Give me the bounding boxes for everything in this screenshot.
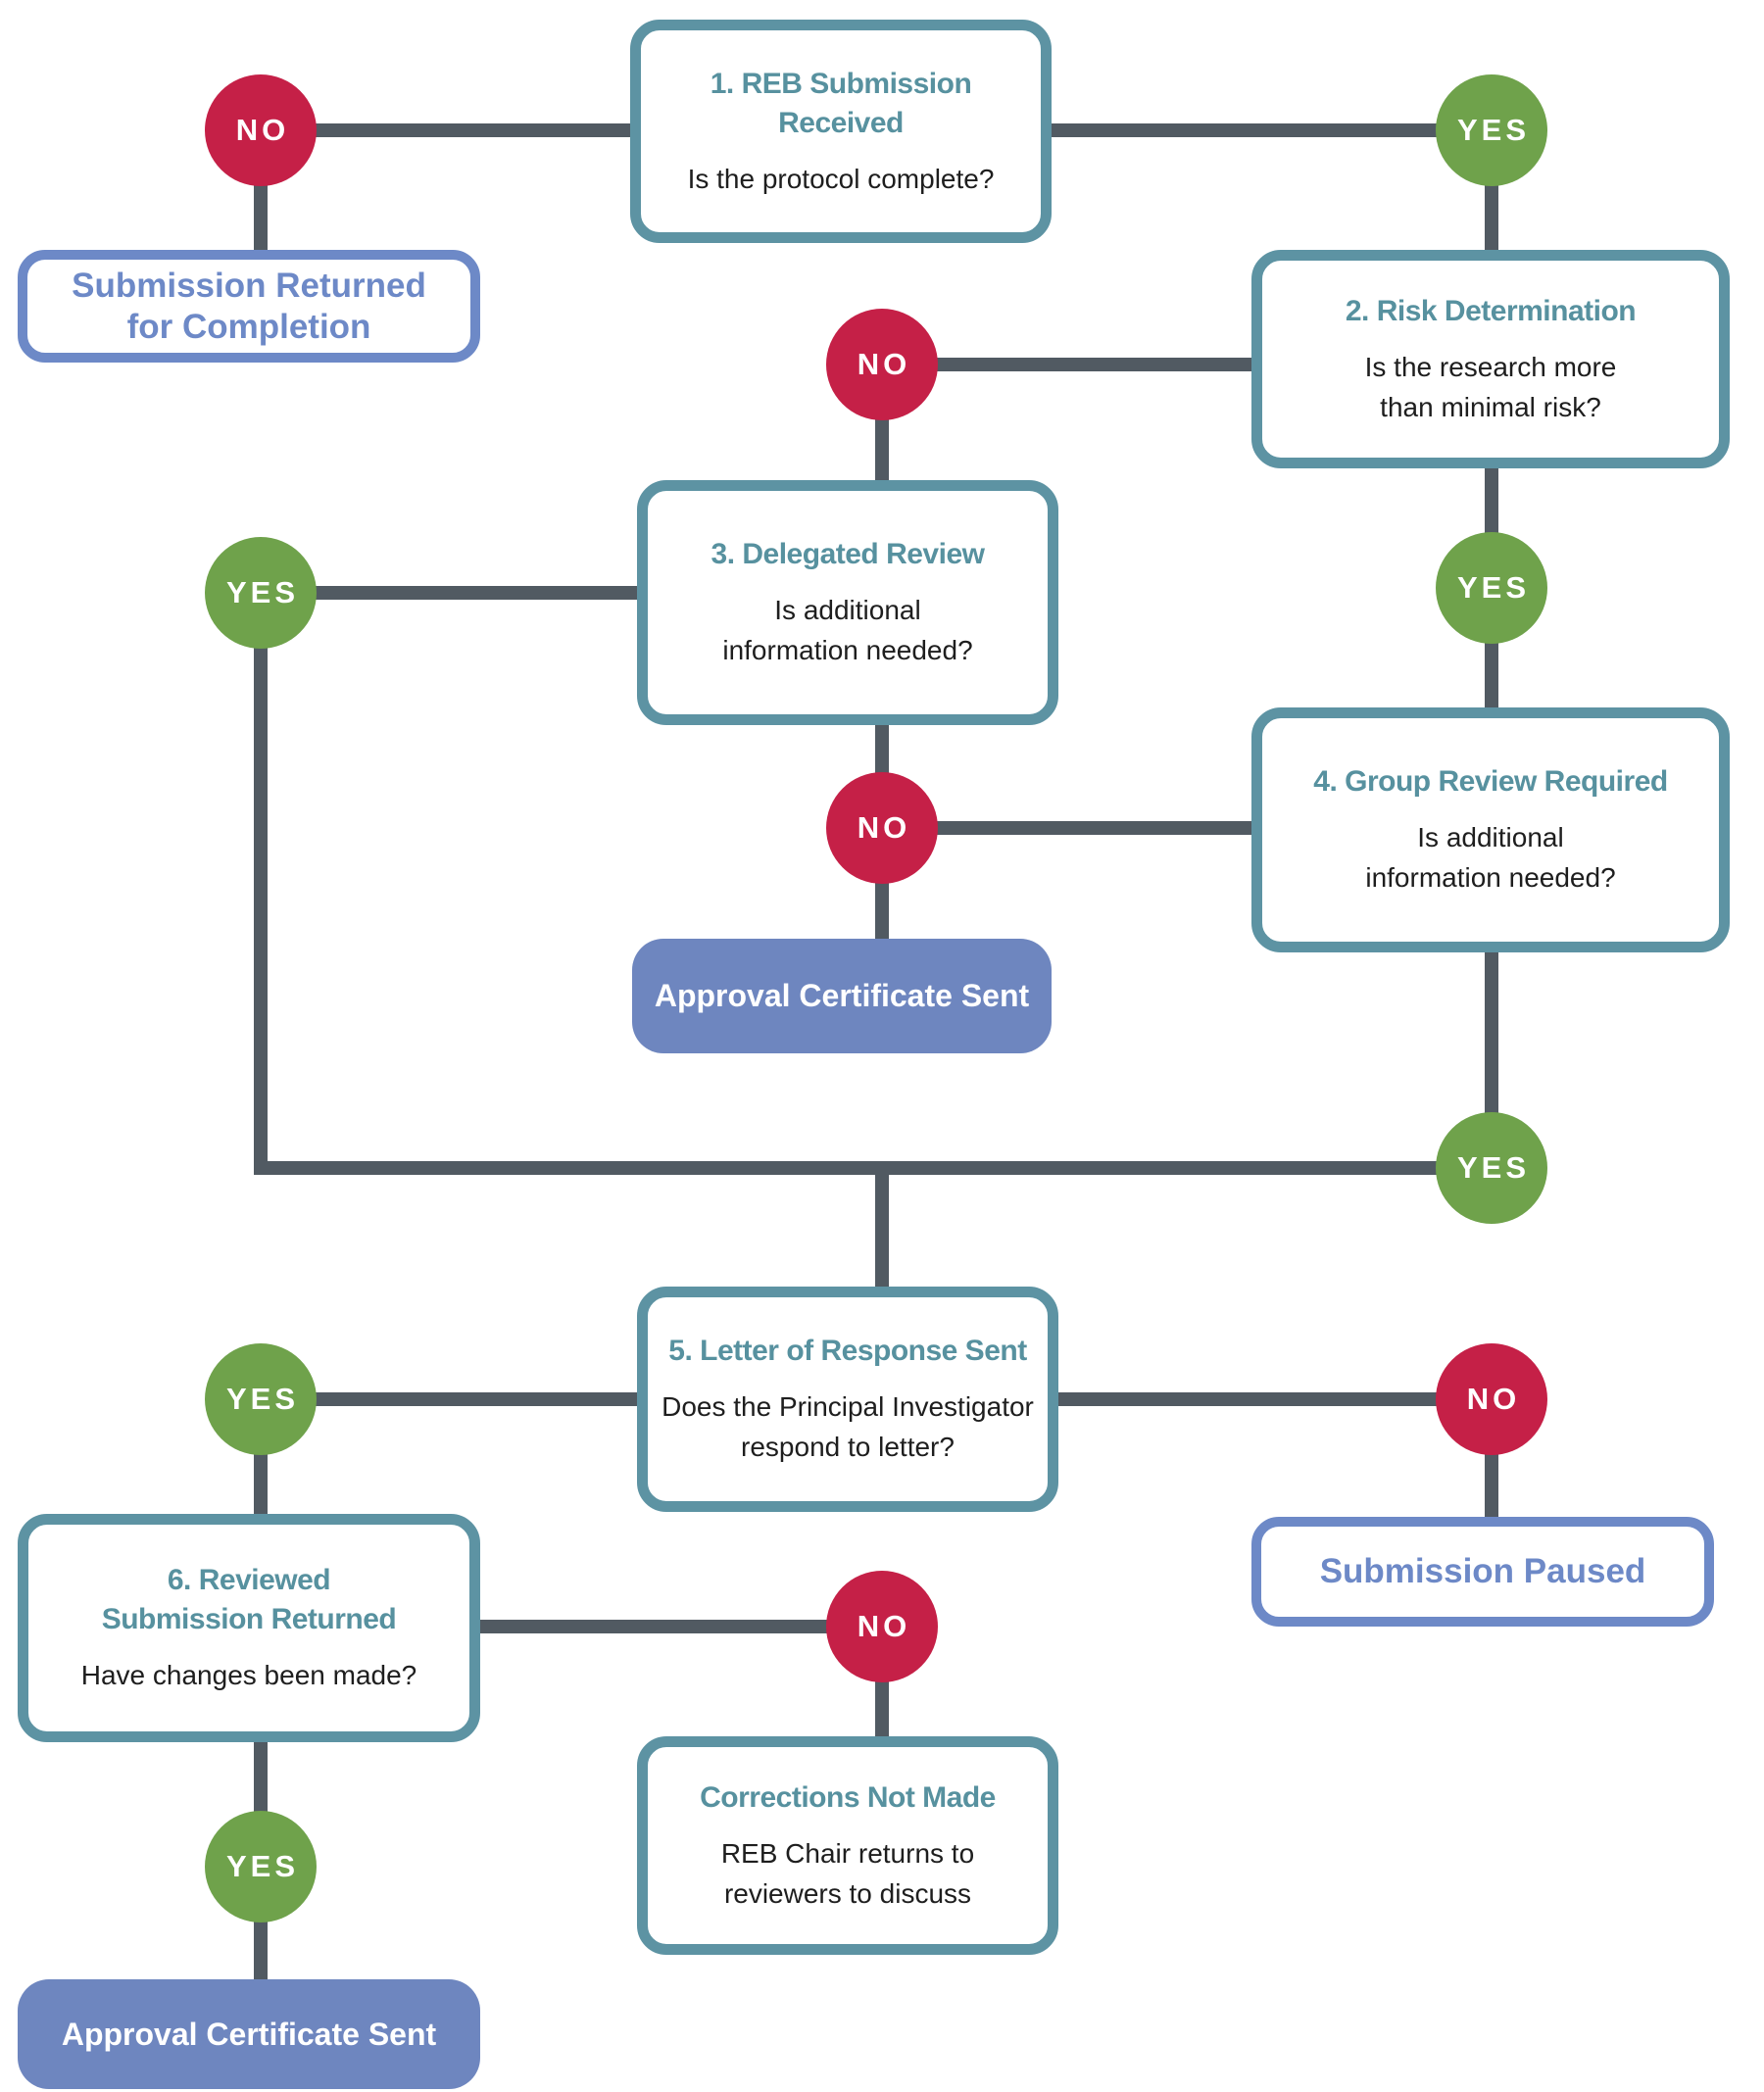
step4-title: 4. Group Review Required <box>1313 765 1668 798</box>
connector-no1-to-step1 <box>261 123 637 137</box>
step6-title: 6. Reviewed Submission Returned <box>101 1564 397 1635</box>
step6-box: 6. Reviewed Submission Returned Have cha… <box>18 1514 480 1742</box>
step2-box: 2. Risk Determination Is the research mo… <box>1251 250 1730 468</box>
step6-question: Have changes been made? <box>80 1660 417 1690</box>
connector-step5-to-no4 <box>1058 1392 1492 1406</box>
connector-no3-to-step4 <box>882 821 1251 835</box>
connector-main-horizontal <box>254 1161 1492 1175</box>
connector-yes4-to-step5 <box>261 1392 637 1406</box>
step2-question: Is the research more than minimal risk? <box>1364 351 1617 422</box>
step1-box: 1. REB Submission Received Is the protoc… <box>630 20 1052 243</box>
step5-box: 5. Letter of Response Sent Does the Prin… <box>637 1287 1058 1512</box>
submission-returned-box: Submission Returned for Completion <box>18 250 480 363</box>
approval-certificate-sent-box-bottom: Approval Certificate Sent <box>18 1979 480 2089</box>
step3-question: Is additional information needed? <box>722 595 973 665</box>
connector-step1-to-yes1 <box>1052 123 1492 137</box>
step1-title: 1. REB Submission Received <box>710 67 972 139</box>
connector-yesleft-to-step3 <box>261 586 637 600</box>
no-circle-step2: NO <box>826 309 938 420</box>
step3-box: 3. Delegated Review Is additional inform… <box>637 480 1058 725</box>
no-circle-step6: NO <box>826 1571 938 1682</box>
corrections-not-made-question: REB Chair returns to reviewers to discus… <box>720 1837 975 1909</box>
no-circle-step5: NO <box>1436 1343 1547 1455</box>
step2-title: 2. Risk Determination <box>1345 294 1637 327</box>
yes-circle-step4: YES <box>1436 1112 1547 1224</box>
step5-title: 5. Letter of Response Sent <box>668 1335 1027 1367</box>
connector-no2-to-step2 <box>882 358 1251 371</box>
connector-yesleft-down <box>254 593 268 1175</box>
step4-question: Is additional information needed? <box>1365 822 1616 893</box>
yes-circle-step5: YES <box>205 1343 317 1455</box>
approval-certificate-sent-box-top: Approval Certificate Sent <box>632 939 1052 1053</box>
yes-circle-step1: YES <box>1436 74 1547 186</box>
submission-paused-box: Submission Paused <box>1251 1517 1714 1627</box>
corrections-not-made-title: Corrections Not Made <box>700 1780 996 1814</box>
corrections-not-made-box: Corrections Not Made REB Chair returns t… <box>637 1736 1058 1955</box>
connector-drop-to-step5 <box>875 1168 889 1287</box>
no-circle-step1: NO <box>205 74 317 186</box>
step3-title: 3. Delegated Review <box>710 538 985 570</box>
step1-question: Is the protocol complete? <box>687 163 995 194</box>
connector-step6-to-no5 <box>480 1620 882 1633</box>
no-circle-step3: NO <box>826 772 938 884</box>
step4-box: 4. Group Review Required Is additional i… <box>1251 707 1730 952</box>
yes-circle-step2: YES <box>1436 532 1547 644</box>
yes-circle-step3: YES <box>205 537 317 649</box>
yes-circle-step6: YES <box>205 1811 317 1922</box>
step5-question: Does the Principal Investigator respond … <box>662 1391 1034 1462</box>
